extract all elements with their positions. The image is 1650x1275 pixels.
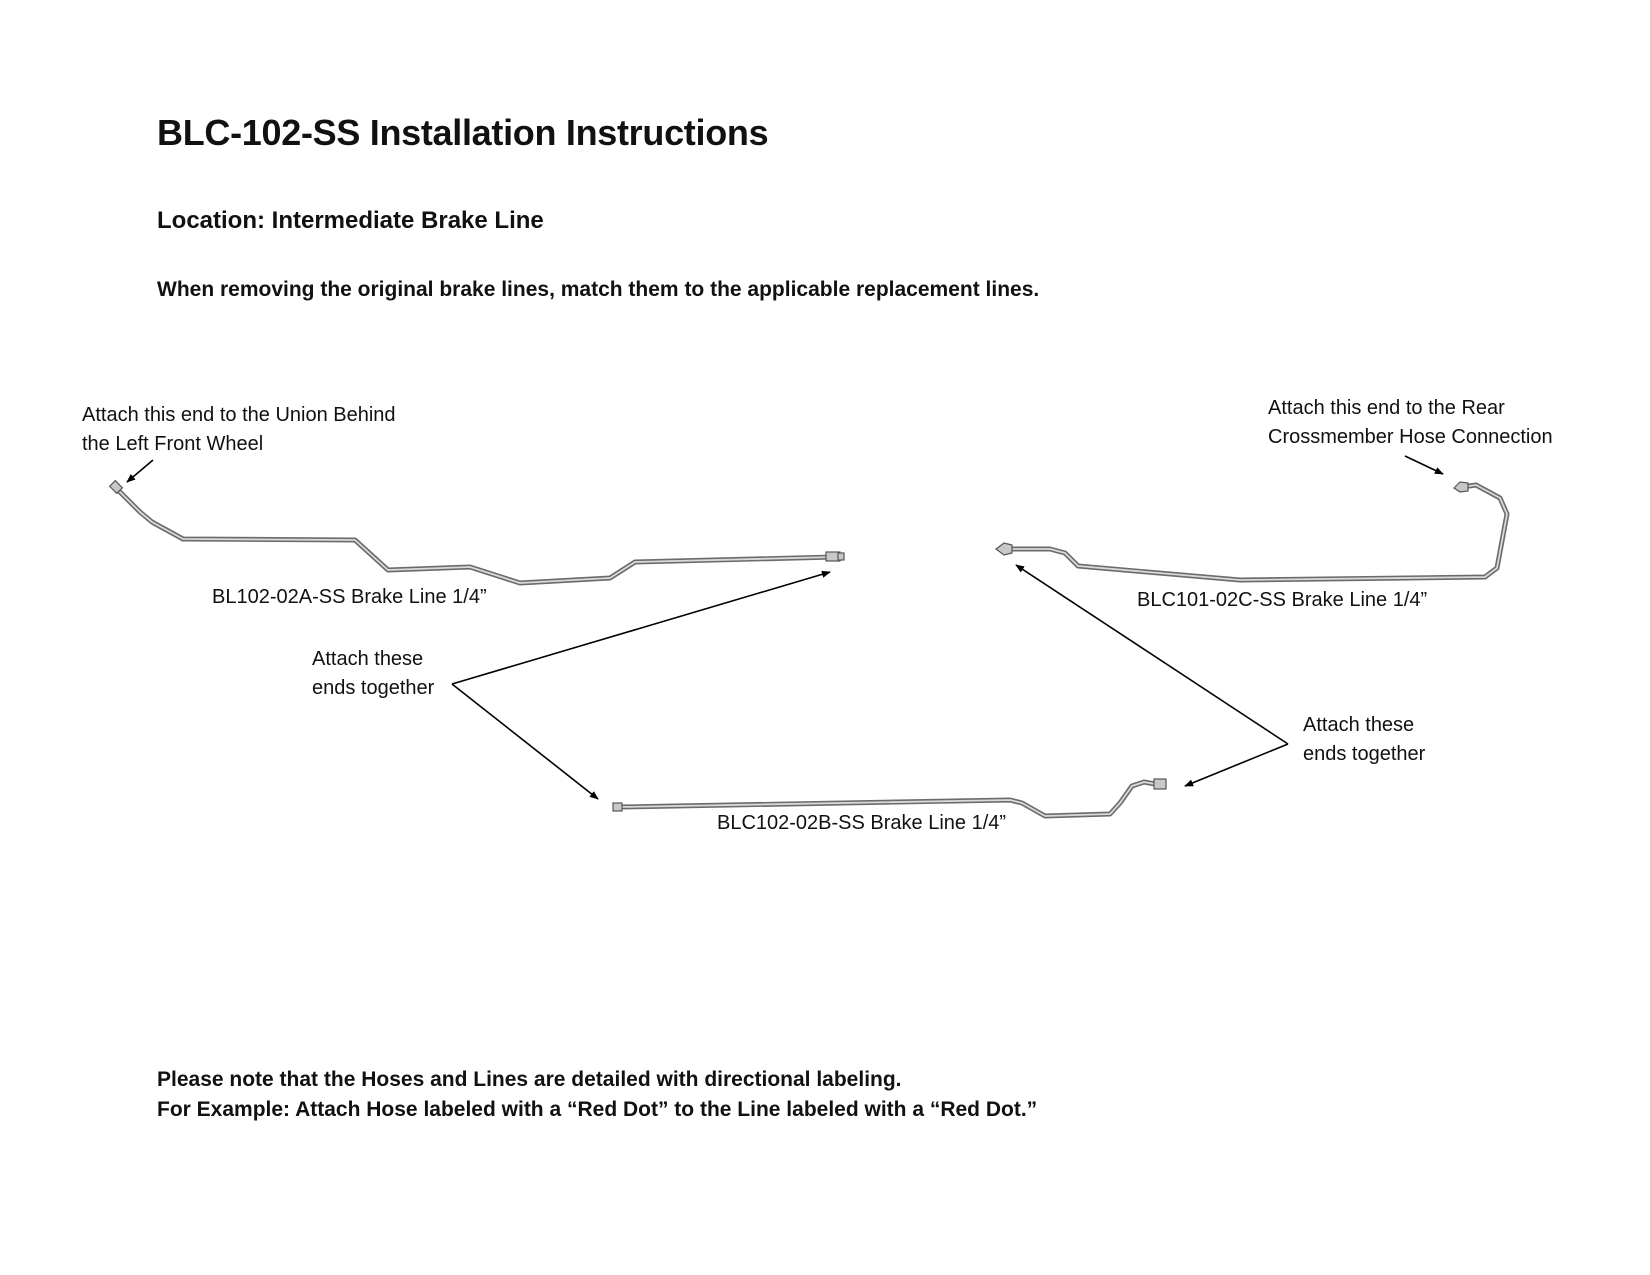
callout-rear-hose-line-2: Crossmember Hose Connection bbox=[1268, 426, 1553, 448]
callout-join-left: Attach these ends together bbox=[312, 645, 434, 703]
arrow-rear-hose bbox=[1404, 455, 1444, 475]
location-heading: Location: Intermediate Brake Line bbox=[157, 207, 544, 234]
instruction-text: When removing the original brake lines, … bbox=[157, 278, 1040, 301]
line-c-label: BLC101-02C-SS Brake Line 1/4” bbox=[1137, 589, 1428, 611]
arrow-join-right-to-c bbox=[1015, 564, 1289, 745]
fitting-b-rear bbox=[1153, 778, 1167, 790]
arrow-join-left-to-b bbox=[451, 683, 599, 800]
line-b-label: BLC102-02B-SS Brake Line 1/4” bbox=[717, 812, 1007, 834]
fitting-a-rear bbox=[825, 551, 845, 562]
callout-join-right-line-1: Attach these bbox=[1303, 714, 1415, 736]
fitting-c-rear bbox=[1453, 481, 1469, 493]
brake-line-a bbox=[108, 479, 845, 586]
fitting-b-front bbox=[612, 802, 623, 812]
callout-join-right: Attach these ends together bbox=[1303, 711, 1425, 769]
callout-join-left-line-1: Attach these bbox=[312, 648, 424, 670]
fitting-a-front bbox=[108, 479, 124, 495]
callout-rear-hose-line-1: Attach this end to the Rear bbox=[1268, 397, 1505, 419]
callout-join-right-line-2: ends together bbox=[1303, 743, 1426, 765]
callout-rear-hose: Attach this end to the Rear Crossmember … bbox=[1268, 394, 1553, 452]
arrow-join-left-to-a bbox=[451, 570, 831, 685]
arrow-front-union bbox=[126, 459, 154, 483]
page-title: BLC-102-SS Installation Instructions bbox=[157, 112, 769, 153]
fitting-c-front bbox=[995, 542, 1013, 556]
brake-line-b bbox=[612, 778, 1167, 819]
callout-front-union-line-2: the Left Front Wheel bbox=[82, 433, 264, 455]
callout-front-union-line-1: Attach this end to the Union Behind bbox=[82, 404, 396, 426]
brake-line-c bbox=[995, 481, 1510, 583]
note-example: For Example: Attach Hose labeled with a … bbox=[157, 1098, 1038, 1121]
line-a-label: BL102-02A-SS Brake Line 1/4” bbox=[212, 586, 487, 608]
arrow-join-right-to-b bbox=[1184, 743, 1289, 787]
callout-front-union: Attach this end to the Union Behind the … bbox=[82, 401, 396, 459]
note-directional-labeling: Please note that the Hoses and Lines are… bbox=[157, 1068, 902, 1091]
callout-join-left-line-2: ends together bbox=[312, 677, 435, 699]
